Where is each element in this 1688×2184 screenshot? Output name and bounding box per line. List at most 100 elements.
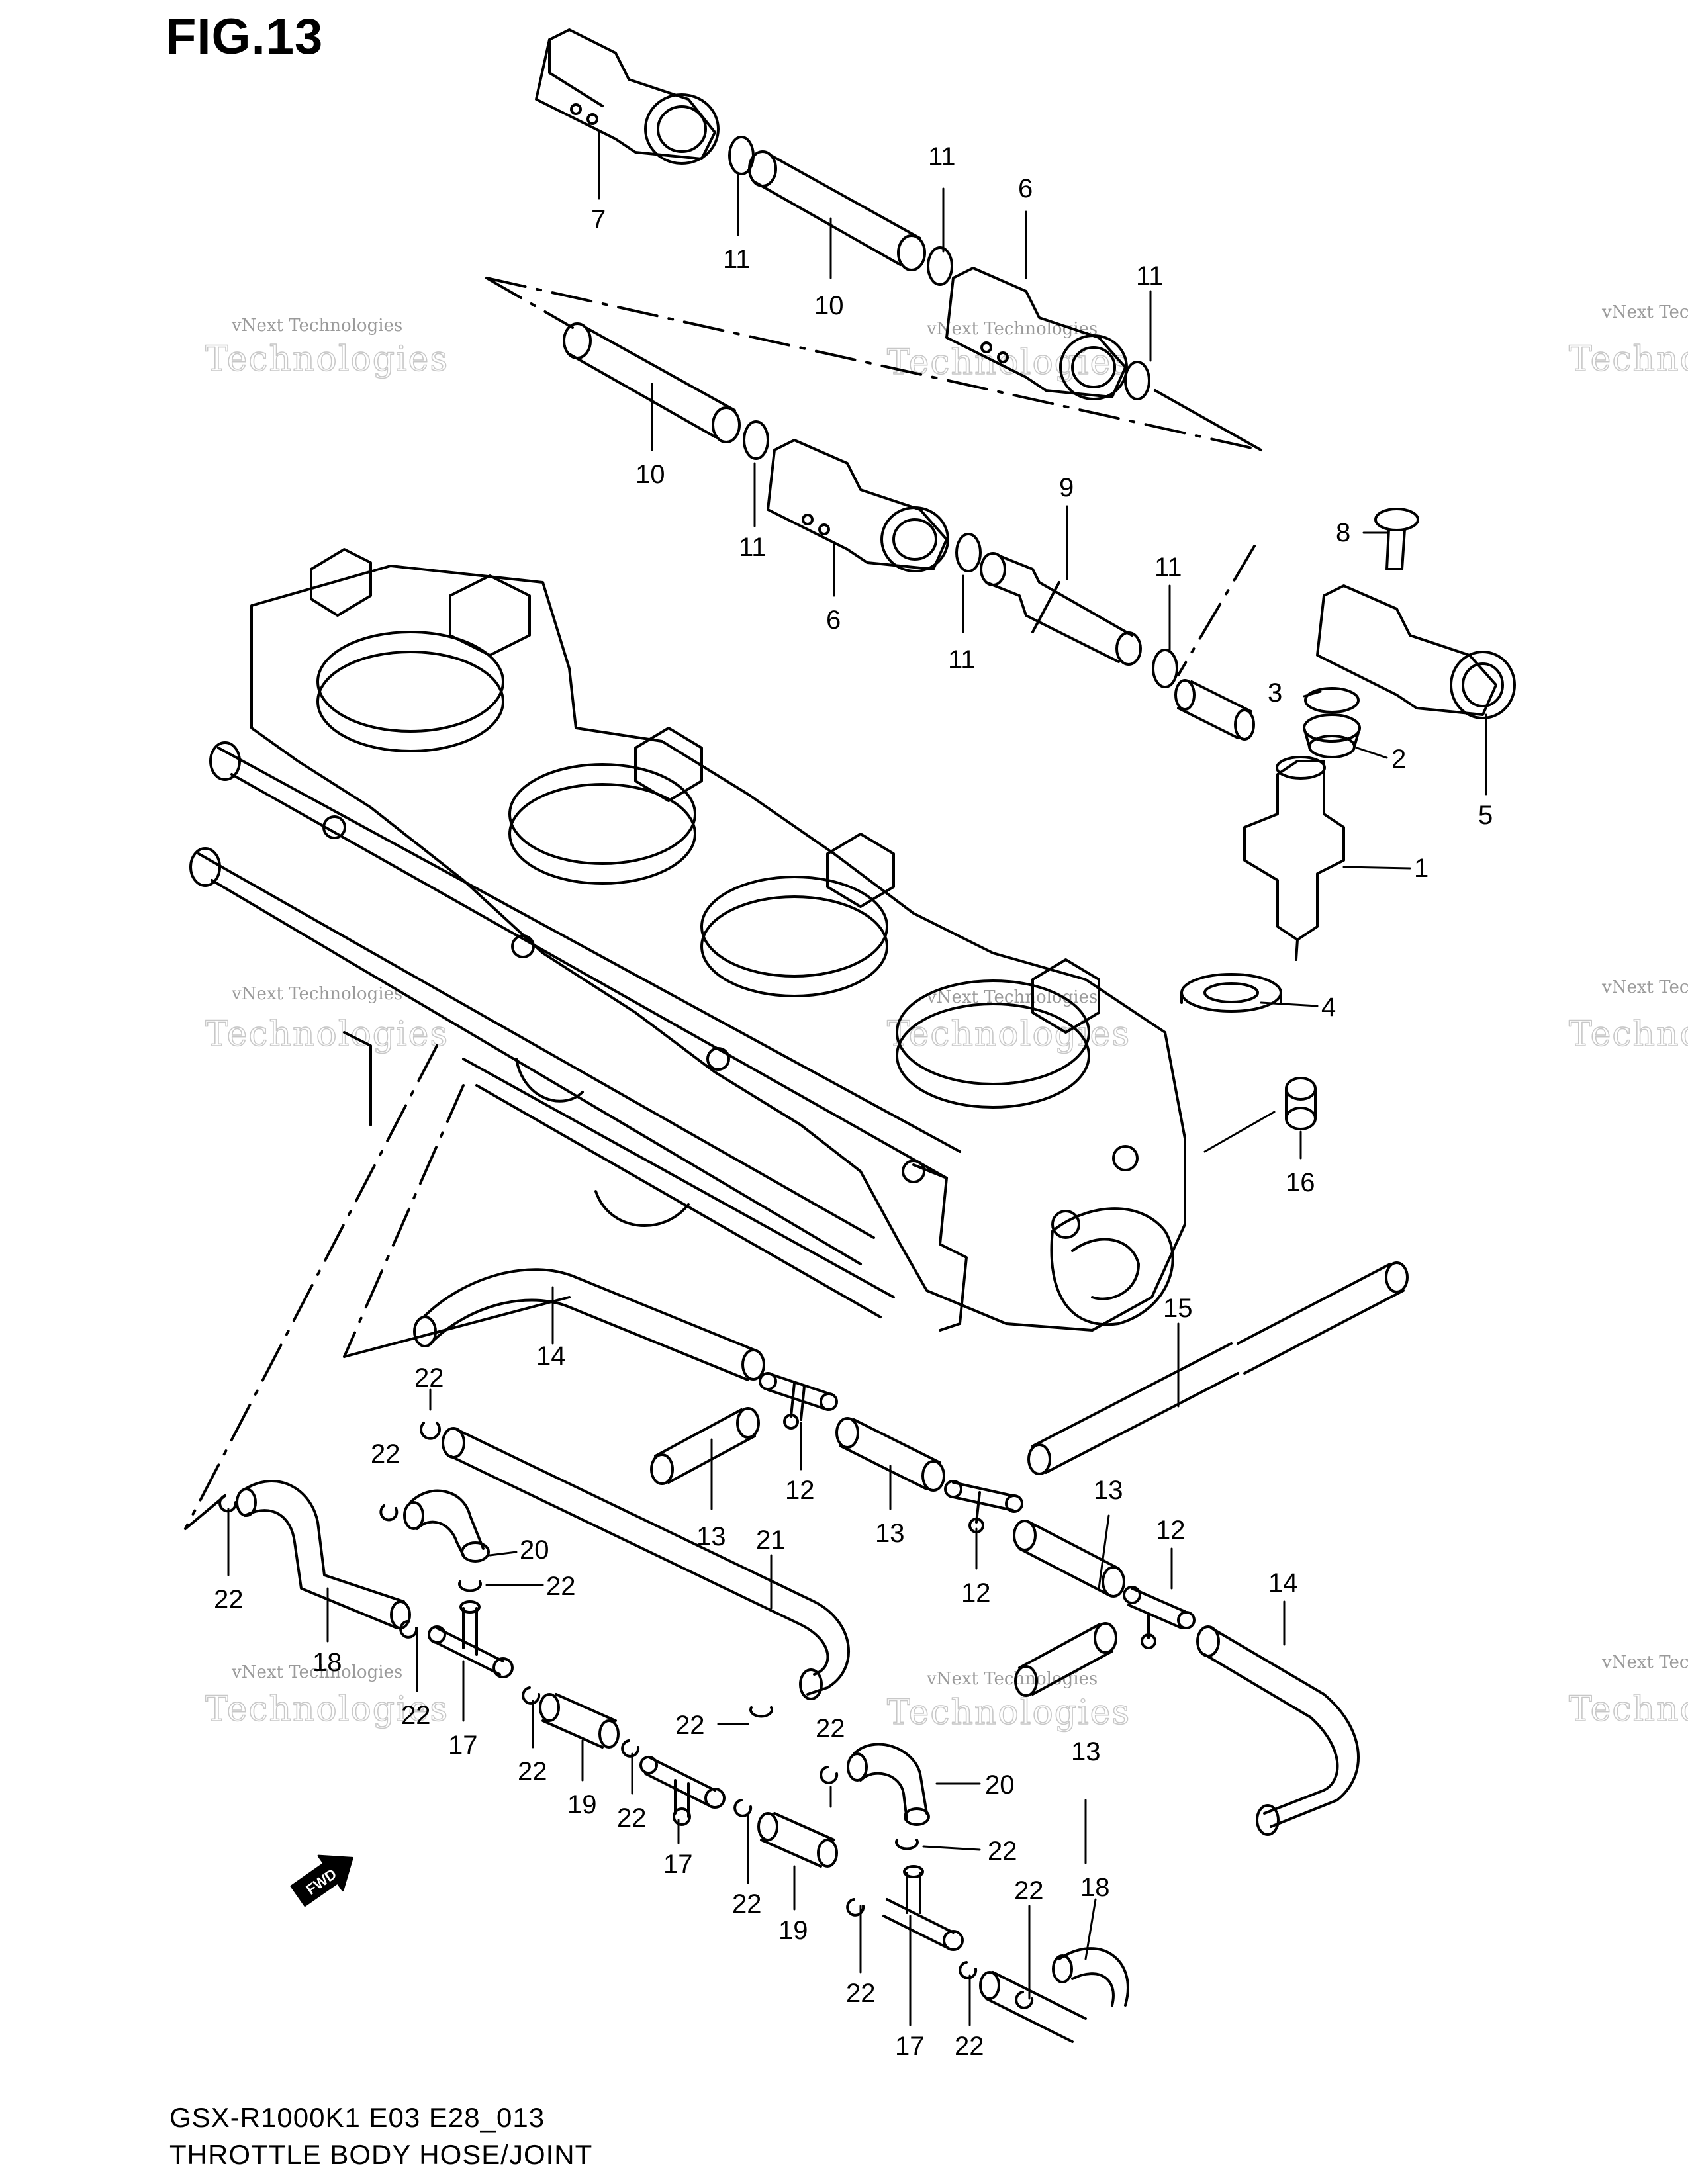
t-joint-12 [1123,1586,1196,1649]
watermark-text: vNext Technologies [1601,978,1688,997]
callout-number: 22 [846,1979,876,2008]
fwd-arrow-icon: FWD [290,1854,353,1907]
callout-number: 22 [732,1889,762,1919]
watermark-text: vNext Technologies [1601,1653,1688,1672]
watermark-group: vNext Technologies Technologies vNext Te… [205,302,1688,1733]
callout-number: 11 [739,533,767,562]
hose-13 [1014,1622,1117,1697]
callout-number: 17 [895,2032,925,2061]
callout-number: 5 [1478,801,1493,830]
callout-number: 21 [756,1525,786,1555]
callout-number: 12 [785,1476,815,1505]
watermark-text: Technologies [1569,1690,1688,1729]
fuel-joint-6-lower [767,439,949,572]
hose-21 [442,1427,850,1700]
model-code-caption: GSX-R1000K1 E03 E28_013 [169,2102,545,2133]
callout-number: 18 [312,1648,342,1677]
callout-number: 2 [1391,745,1406,774]
o-ring-11 [927,246,953,286]
o-ring-11 [1124,361,1150,400]
callout-number: 11 [1136,261,1164,291]
callout-number: 22 [518,1757,547,1786]
callout-number: 8 [1336,518,1350,547]
callout-number: 22 [401,1701,431,1730]
o-ring-11 [728,136,755,175]
t-joint-17 [882,1865,964,1951]
callout-number: 20 [520,1535,549,1565]
o-ring-11 [955,533,982,572]
callout-number: 13 [1094,1476,1123,1505]
t-joint-17 [639,1756,726,1826]
hose-15 [1027,1261,1409,1475]
callout-number: 22 [675,1711,705,1740]
callout-number: 14 [1268,1569,1298,1598]
throttle-body-assembly [189,548,1186,1332]
fuel-pipe-end [1174,679,1255,741]
o-ring-11 [1152,649,1178,688]
callout-number: 22 [955,2032,984,2061]
watermark-text: vNext Technologies [1601,302,1688,322]
callout-number: 1 [1414,854,1429,883]
watermark-text: Technologies [205,340,449,379]
hose-13 [650,1407,760,1485]
watermark-text: vNext Technologies [231,316,402,336]
cap-16 [1285,1077,1317,1130]
hose-13 [1013,1520,1125,1598]
callout-number: 17 [663,1850,693,1879]
hose-14-upper [413,1268,765,1381]
callout-number: 12 [1156,1516,1186,1545]
watermark-text: Technologies [205,1690,449,1729]
o-ring-3 [1304,687,1360,713]
watermark-text: Technologies [205,1015,449,1054]
callout-number: 18 [1080,1873,1110,1902]
callout-number: 11 [1154,553,1182,582]
callout-number: 22 [214,1585,244,1614]
clamp-22 [218,1422,1034,2009]
watermark-text: vNext Technologies [926,1669,1098,1689]
watermark-text: Technologies [1569,340,1688,379]
callout-number: 3 [1268,678,1282,707]
callout-number: 22 [546,1572,576,1601]
callout-number: 22 [1014,1876,1044,1905]
o-ring-11 [743,420,769,460]
callout-number: 4 [1321,993,1336,1022]
cushion-2 [1303,713,1361,758]
callout-number: 10 [814,291,844,320]
fuel-pipe-10-lower [563,322,741,443]
hose-14-lower [1196,1625,1360,1836]
callout-number: 7 [591,205,606,234]
callout-number: 13 [1071,1737,1101,1766]
watermark-text: vNext Technologies [231,1662,402,1682]
hose-13 [835,1417,945,1492]
callout-number: 22 [816,1714,845,1743]
fuel-pipe-10-upper [748,150,926,271]
elbow-hose-20 [847,1743,930,1826]
callout-labels: 7 11 10 11 6 11 10 11 6 11 9 11 8 3 2 5 … [214,142,1493,2061]
callout-number: 14 [536,1342,566,1371]
t-joint-17 [428,1600,514,1678]
leader-lines [227,131,1487,2026]
hose-19 [757,1812,838,1868]
t-joint-12 [759,1372,838,1430]
hose-19 [539,1693,620,1749]
screw-8 [1374,508,1419,570]
watermark-text: Technologies [1569,1015,1688,1054]
fuel-joint-5 [1316,584,1516,719]
callout-number: 11 [928,142,956,171]
callout-number: 13 [875,1519,905,1548]
hose-18-lower [979,1947,1129,2043]
callout-number: 6 [826,606,841,635]
callout-number: 22 [371,1439,400,1469]
callout-number: 10 [635,460,665,489]
callout-number: 19 [778,1916,808,1945]
fuel-injector-1 [1243,756,1345,961]
callout-number: 13 [696,1522,726,1551]
fuel-pipe-9 [980,552,1142,666]
callout-number: 22 [617,1803,647,1833]
callout-number: 22 [414,1363,444,1392]
watermark-text: vNext Technologies [231,984,402,1004]
callout-number: 16 [1286,1168,1315,1197]
callout-number: 17 [448,1731,478,1760]
callout-number: 11 [948,645,976,674]
hose-18-upper [236,1480,411,1629]
